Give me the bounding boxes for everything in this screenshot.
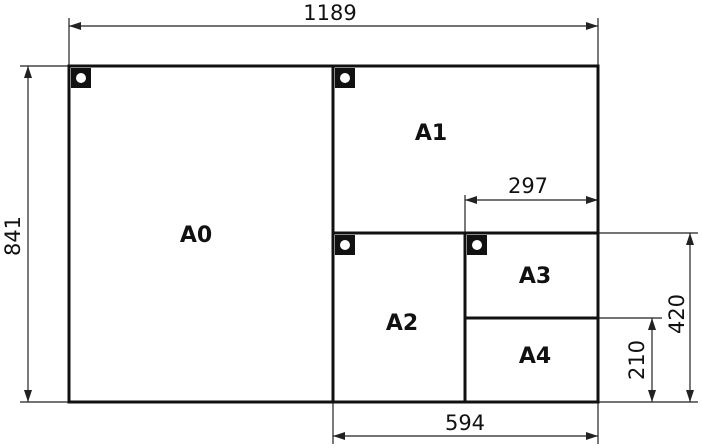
extension-lines [20, 18, 698, 444]
dimension-line-420 [686, 233, 694, 402]
binding-mark-icon [467, 235, 487, 255]
dimension-label-841: 841 [1, 216, 25, 256]
sheet-label-a1: A1 [415, 121, 447, 146]
dimension-line-841 [24, 66, 32, 402]
dimension-line-297 [465, 196, 598, 204]
dimension-label-1189: 1189 [303, 1, 356, 25]
dimension-line-1189 [69, 22, 598, 30]
binding-mark-icon [335, 235, 355, 255]
sheet-label-a2: A2 [386, 311, 418, 336]
dimension-label-210: 210 [625, 340, 649, 380]
sheet-label-a3: A3 [519, 264, 551, 289]
dimension-label-420: 420 [665, 294, 689, 334]
dimension-line-594 [333, 432, 598, 440]
sheet-label-a4: A4 [519, 344, 551, 369]
dimension-label-297: 297 [508, 174, 548, 198]
binding-mark-icon [335, 68, 355, 88]
sheet-outlines [67, 64, 600, 404]
dimension-line-210 [648, 318, 656, 402]
sheet-label-a0: A0 [180, 223, 212, 248]
binding-mark-icon [71, 68, 91, 88]
dimension-label-594: 594 [445, 411, 485, 435]
